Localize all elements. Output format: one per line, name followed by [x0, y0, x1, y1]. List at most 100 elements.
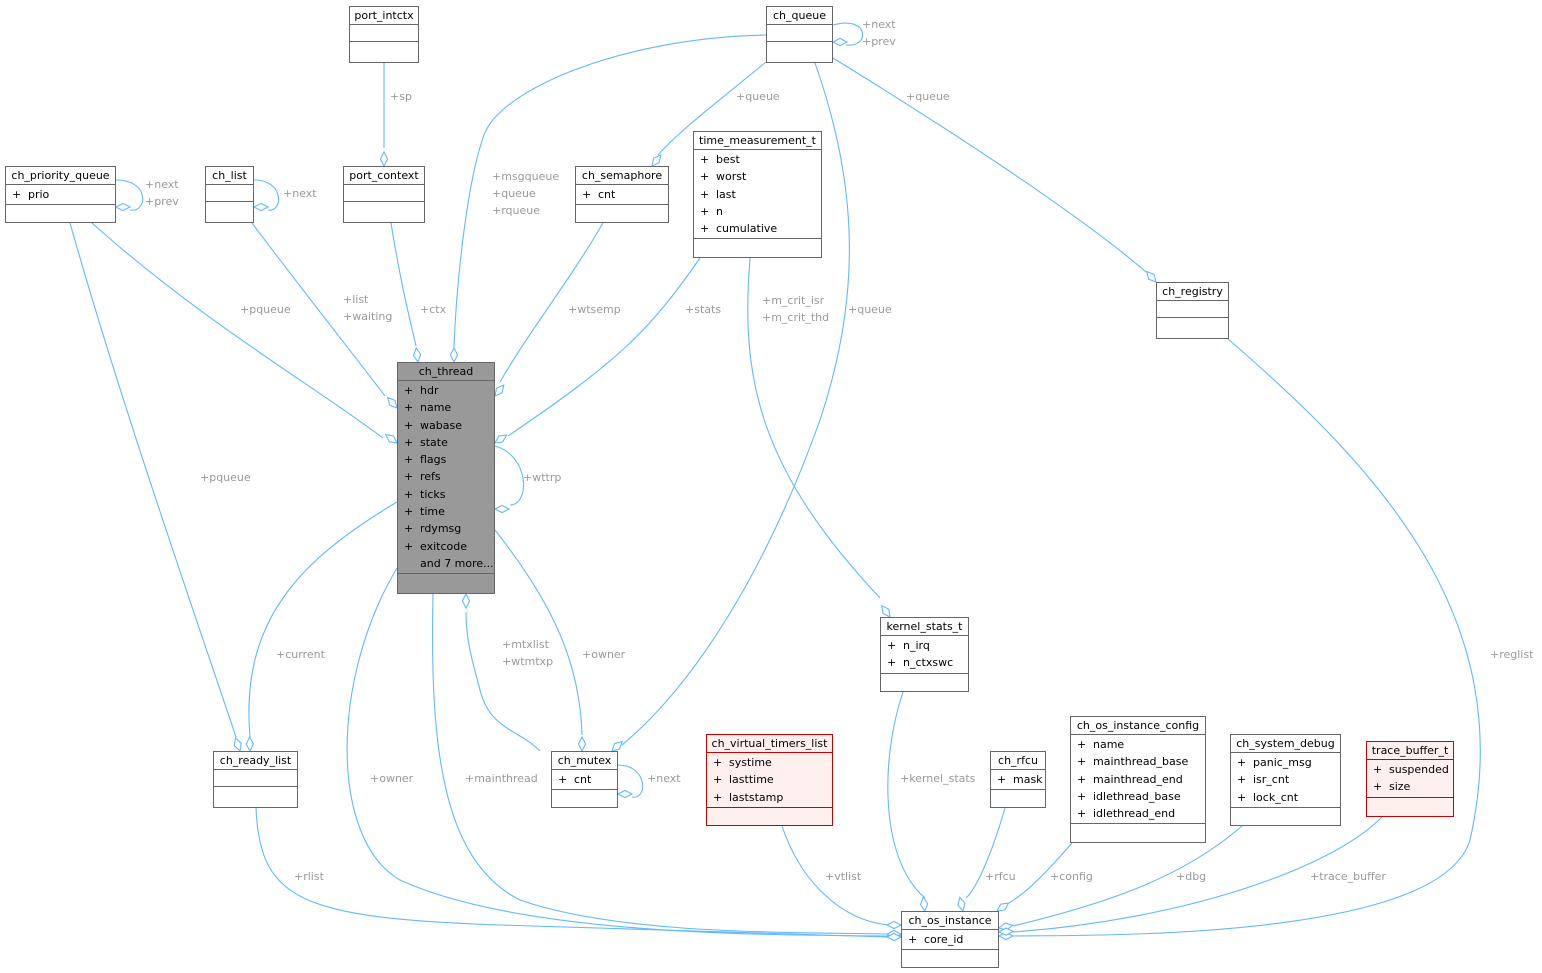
edge-reglist: +reglist	[997, 338, 1534, 941]
edge-rlist: +rlist	[255, 807, 903, 942]
aggregation-diamond	[919, 895, 929, 913]
node-title: ch_mutex	[552, 752, 617, 770]
edge-label: +vtlist	[825, 870, 862, 883]
node-ch-ready-list[interactable]: ch_ready_list	[213, 751, 298, 808]
node-ch-thread[interactable]: ch_thread +hdr+name+wabase+state+flags+r…	[397, 362, 495, 594]
node-ch-mutex[interactable]: ch_mutex +cnt	[551, 751, 618, 808]
attribute-name: last	[716, 187, 736, 201]
visibility-marker: +	[558, 773, 568, 786]
node-ch-virtual-timers-list[interactable]: ch_virtual_timers_list +systime+lasttime…	[706, 734, 833, 826]
visibility-marker: +	[1077, 772, 1087, 786]
attribute-name: systime	[729, 756, 772, 769]
visibility-marker: +	[1077, 755, 1087, 769]
attribute-row: +n_ctxswc	[881, 654, 968, 671]
edge-label: +queue	[906, 90, 950, 103]
edge-label: +owner	[582, 648, 626, 661]
edge-mutex-self: +next	[616, 764, 681, 799]
attribute-row: +lasttime	[707, 771, 832, 788]
node-port-context[interactable]: port_context	[343, 166, 425, 223]
attribute-row: +cnt	[576, 186, 668, 203]
edge-label: +wtmtxp	[502, 655, 553, 668]
more-attributes[interactable]: and 7 more...	[420, 556, 494, 570]
node-title: ch_queue	[767, 7, 832, 25]
attribute-name: best	[716, 153, 740, 166]
attribute-name: exitcode	[420, 539, 467, 553]
edge-label: +rfcu	[985, 870, 1016, 883]
visibility-marker: +	[713, 790, 723, 804]
attribute-row: +rdymsg	[398, 520, 494, 537]
visibility-marker: +	[908, 933, 918, 946]
attribute-row: +mask	[991, 771, 1045, 788]
aggregation-diamond	[461, 592, 471, 610]
edge-label: +queue	[492, 187, 536, 200]
node-ch-rfcu[interactable]: ch_rfcu +mask	[990, 751, 1046, 808]
attribute-row: +cumulative	[694, 220, 821, 237]
visibility-marker: +	[1077, 738, 1087, 751]
edge-label: +pqueue	[240, 303, 291, 316]
edge-label: +queue	[848, 303, 892, 316]
visibility-marker: +	[404, 505, 414, 519]
edge-sem-queue: +queue	[651, 61, 780, 167]
edge-msgqueue: +msgqueue+queue+rqueue	[449, 34, 767, 364]
aggregation-diamond	[386, 396, 398, 409]
attribute-name: laststamp	[729, 790, 784, 804]
aggregation-diamond	[885, 932, 903, 942]
node-ch-os-instance-config[interactable]: ch_os_instance_config +name+mainthread_b…	[1070, 716, 1206, 843]
edge-label: +wtsemp	[568, 303, 621, 316]
aggregation-diamond	[493, 504, 511, 514]
visibility-marker: +	[404, 539, 414, 553]
attribute-name: ticks	[420, 487, 446, 501]
node-ch-system-debug[interactable]: ch_system_debug +panic_msg+isr_cnt+lock_…	[1230, 734, 1341, 826]
node-ch-queue[interactable]: ch_queue	[766, 6, 833, 63]
attribute-row: + exitcode	[398, 538, 494, 555]
aggregation-diamond	[957, 896, 966, 913]
visibility-marker: +	[404, 418, 414, 432]
node-title: kernel_stats_t	[881, 618, 968, 636]
node-time-measurement-t[interactable]: time_measurement_t +best+worst+last+n+cu…	[693, 131, 822, 258]
aggregation-diamond	[114, 202, 132, 212]
attribute-name: hdr	[420, 384, 439, 397]
attribute-name: lock_cnt	[1253, 790, 1299, 804]
aggregation-diamond	[881, 604, 891, 618]
node-ch-registry[interactable]: ch_registry	[1156, 282, 1229, 339]
node-title: ch_system_debug	[1231, 735, 1340, 753]
aggregation-diamond	[885, 920, 903, 930]
aggregation-diamond	[996, 902, 1010, 912]
edge-label: +kernel_stats	[900, 772, 976, 785]
node-kernel-stats-t[interactable]: kernel_stats_t +n_irq+n_ctxswc	[880, 617, 969, 692]
edge-label: +owner	[370, 772, 414, 785]
node-port-intctx[interactable]: port_intctx	[349, 6, 419, 63]
edge-label: +rqueue	[492, 204, 540, 217]
edge-label: +sp	[390, 90, 412, 103]
aggregation-diamond	[494, 384, 505, 397]
visibility-marker: +	[887, 656, 897, 670]
edge-label: +ctx	[420, 303, 447, 316]
attribute-row: +idlethread_end	[1071, 805, 1205, 822]
edge-vtlist: +vtlist	[781, 825, 903, 930]
aggregation-diamond	[412, 346, 422, 364]
attribute-name: name	[420, 401, 452, 415]
attribute-row: +lock_cnt	[1231, 789, 1340, 806]
aggregation-diamond	[651, 154, 662, 167]
aggregation-diamond	[1145, 270, 1157, 283]
attribute-name: n	[716, 204, 723, 218]
node-ch-semaphore[interactable]: ch_semaphore +cnt	[575, 166, 669, 223]
edge-label: +next	[283, 187, 317, 200]
visibility-marker: +	[997, 773, 1007, 786]
edge-label: +pqueue	[200, 471, 251, 484]
edge-label: +m_crit_isr	[762, 294, 825, 307]
visibility-marker: +	[582, 188, 592, 201]
edge-label: +mtxlist	[502, 638, 550, 651]
attribute-row: +core_id	[902, 931, 998, 948]
attribute-row: +cnt	[552, 771, 617, 788]
attribute-name: suspended	[1389, 763, 1449, 776]
attribute-name: cumulative	[716, 222, 778, 236]
node-trace-buffer-t[interactable]: trace_buffer_t +suspended+size	[1366, 741, 1454, 817]
visibility-marker: +	[404, 453, 414, 467]
edge-label: +prev	[145, 195, 179, 208]
node-ch-os-instance[interactable]: ch_os_instance +core_id	[901, 911, 999, 968]
aggregation-diamond	[384, 433, 398, 444]
node-ch-priority-queue[interactable]: ch_priority_queue +prio	[5, 166, 116, 223]
node-ch-list[interactable]: ch_list	[205, 166, 254, 223]
node-title: ch_semaphore	[576, 167, 668, 185]
